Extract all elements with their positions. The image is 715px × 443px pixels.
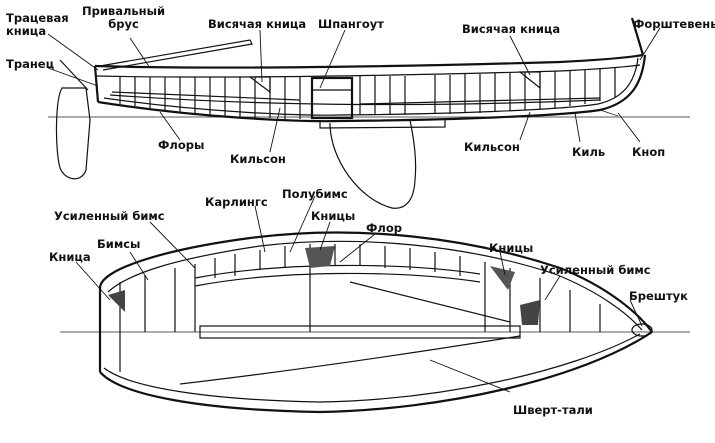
label-reinforced-beam-2: Усиленный бимс [540, 263, 651, 277]
label-half-beam: Полубимс [282, 187, 348, 201]
deck-edge-top [98, 231, 653, 333]
label-transom-knee: Трацевая кница [6, 11, 69, 38]
transom-line [93, 65, 100, 103]
label-beams: Бимсы [97, 237, 141, 251]
label-knees-1: Кницы [311, 209, 356, 223]
label-transom: Транец [6, 57, 55, 71]
side-view [47, 17, 690, 209]
knees-mid [305, 246, 335, 268]
label-gunwale: Привальный брус [82, 4, 166, 31]
label-keelson-1: Кильсон [230, 152, 286, 166]
label-keel: Киль [572, 145, 606, 159]
label-hanging-knee-1: Висячая кница [208, 17, 307, 31]
label-stem: Форштевень [633, 17, 715, 31]
sheer-line [94, 53, 644, 69]
rudder-outline [55, 87, 91, 180]
label-knop: Кноп [632, 145, 666, 159]
frames [119, 67, 616, 119]
centerboard [329, 119, 417, 209]
label-knee: Кница [49, 250, 91, 264]
label-carlings: Карлингс [205, 195, 268, 209]
label-centerboard-tackle: Шверт-тали [513, 403, 593, 417]
label-keelson-2: Кильсон [464, 140, 520, 154]
plan-beams [119, 244, 601, 372]
label-floor: Флор [366, 221, 402, 235]
label-hanging-knee-2: Висячая кница [462, 22, 561, 36]
knee-transom [108, 290, 125, 312]
label-reinforced-beam-1: Усиленный бимс [54, 209, 165, 223]
plan-view [60, 195, 690, 414]
hull-bottom [97, 54, 647, 123]
label-knees-2: Кницы [489, 241, 534, 255]
label-floors: Флоры [158, 138, 205, 152]
hull-bottom-plan [99, 331, 653, 414]
knees-fwd [490, 266, 515, 290]
label-breasthook: Брештук [629, 289, 688, 303]
label-frame: Шпангоут [318, 17, 384, 31]
